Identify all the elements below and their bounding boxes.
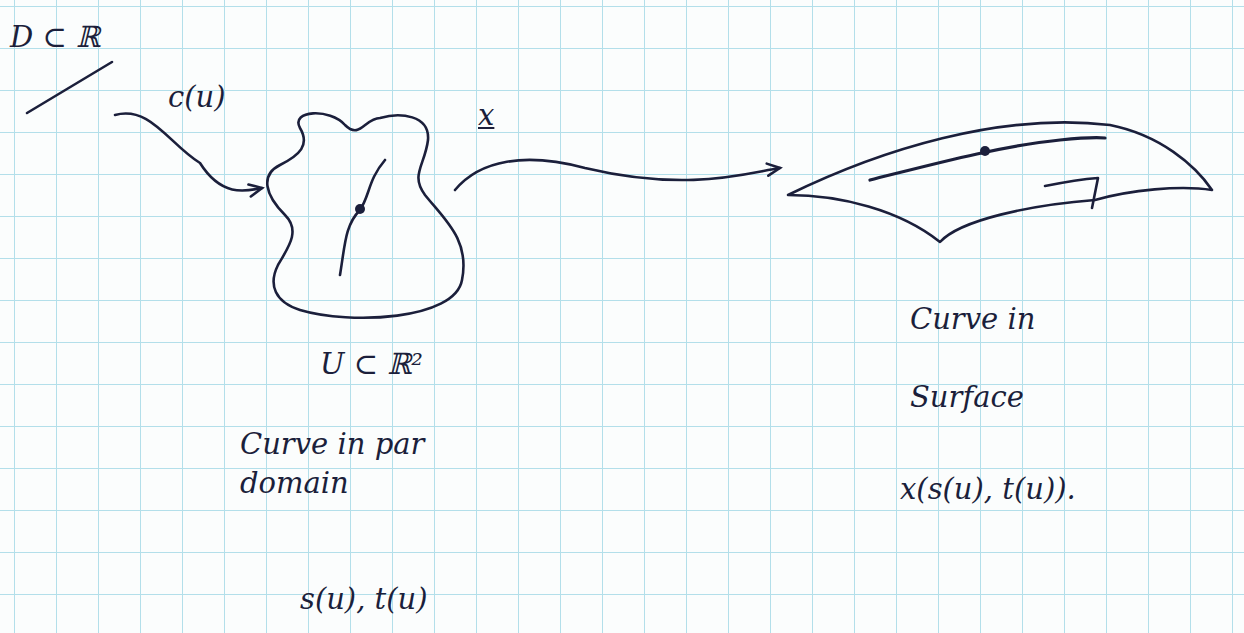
handwritten-note: x(s(u), t(u)). <box>900 470 1076 509</box>
interval-domain: D ⊂ ℝ <box>5 10 115 120</box>
domain-point <box>355 204 365 214</box>
surface-curve <box>870 138 1105 180</box>
map-label: x <box>478 98 494 133</box>
surface-point <box>980 146 990 156</box>
handwritten-note: D ⊂ ℝ <box>10 18 100 57</box>
map-label: c(u) <box>168 80 226 115</box>
surface-fold <box>1045 178 1098 208</box>
parameter-domain-outline <box>267 113 463 317</box>
interval-segment <box>27 62 112 113</box>
parameter-domain: U ⊂ ℝ² Curve in par domain s(u), t(u) <box>230 110 490 630</box>
handwritten-note: s(u), t(u) <box>300 580 428 619</box>
domain-curve <box>340 160 385 275</box>
handwritten-note: Curve in Surface <box>910 280 1080 437</box>
surface: Curve in Surface x(s(u), t(u)). <box>780 110 1235 530</box>
mapping-arrow <box>455 160 780 190</box>
handwritten-note: Curve in par domain <box>240 425 455 503</box>
surface-outline <box>788 122 1212 242</box>
mapping-arrow <box>115 113 262 196</box>
handwritten-note: U ⊂ ℝ² <box>320 345 423 384</box>
